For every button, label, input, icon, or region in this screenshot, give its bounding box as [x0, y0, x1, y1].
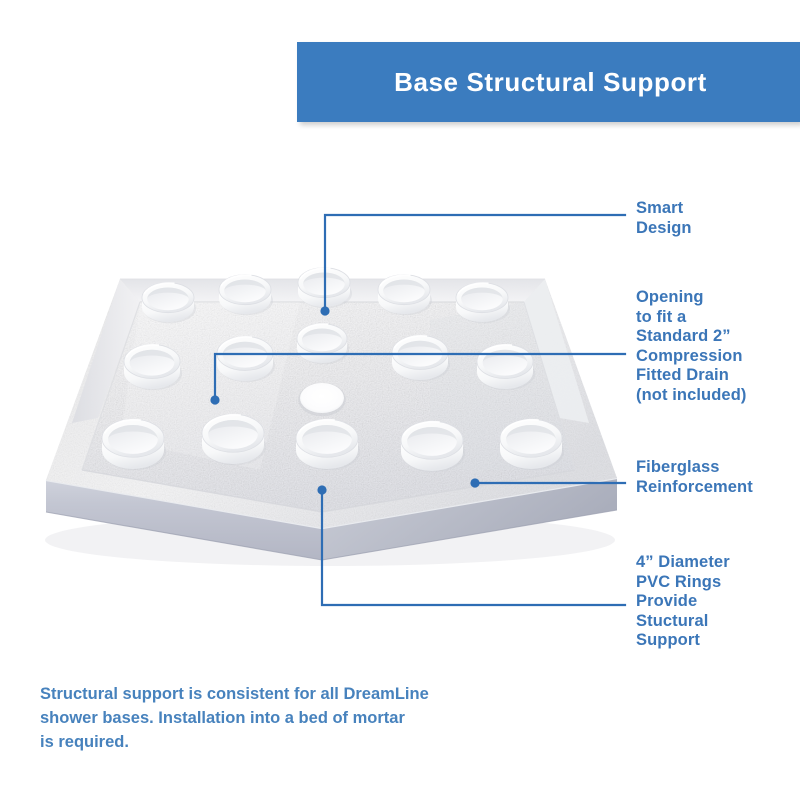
callout-label-fiberglass-reinforcement: Fiberglass Reinforcement [636, 458, 753, 496]
drain-hole [300, 383, 344, 413]
pvc-ring-group [101, 267, 565, 473]
base-front-left-face [46, 480, 322, 560]
leader-line-smart-design [323, 213, 627, 313]
leader-line-pvc-rings [320, 488, 627, 607]
base-front-right-face [322, 478, 617, 560]
title-banner: Base Structural Support [297, 42, 800, 122]
pvc-ring [123, 344, 183, 391]
callout-label-drain-opening: Opening to fit a Standard 2” Compression… [636, 288, 747, 404]
pvc-ring [499, 418, 565, 471]
leader-dot-drain-opening [210, 395, 220, 405]
leader-dot-fiberglass-reinforcement [470, 478, 480, 488]
pvc-ring [377, 274, 433, 316]
pvc-ring [455, 282, 511, 324]
page-title: Base Structural Support [394, 66, 707, 97]
pvc-ring [400, 420, 466, 473]
pvc-ring [201, 413, 267, 466]
pvc-ring [295, 418, 361, 471]
pvc-ring [141, 282, 197, 324]
leader-dot-pvc-rings [317, 485, 327, 495]
drain-opening [298, 382, 346, 417]
callout-label-pvc-rings: 4” Diameter PVC Rings Provide Stuctural … [636, 553, 730, 649]
pvc-ring [218, 274, 274, 316]
pvc-ring [391, 335, 451, 382]
callout-leader-lines [210, 213, 627, 607]
pvc-ring [216, 336, 276, 383]
pvc-ring [101, 418, 167, 471]
leader-line-drain-opening [213, 352, 627, 402]
leader-dot-smart-design [320, 306, 330, 316]
callout-label-smart-design: Smart Design [636, 199, 692, 237]
footnote-text: Structural support is consistent for all… [40, 685, 429, 751]
pvc-ring [476, 344, 536, 391]
pvc-ring [296, 323, 349, 365]
